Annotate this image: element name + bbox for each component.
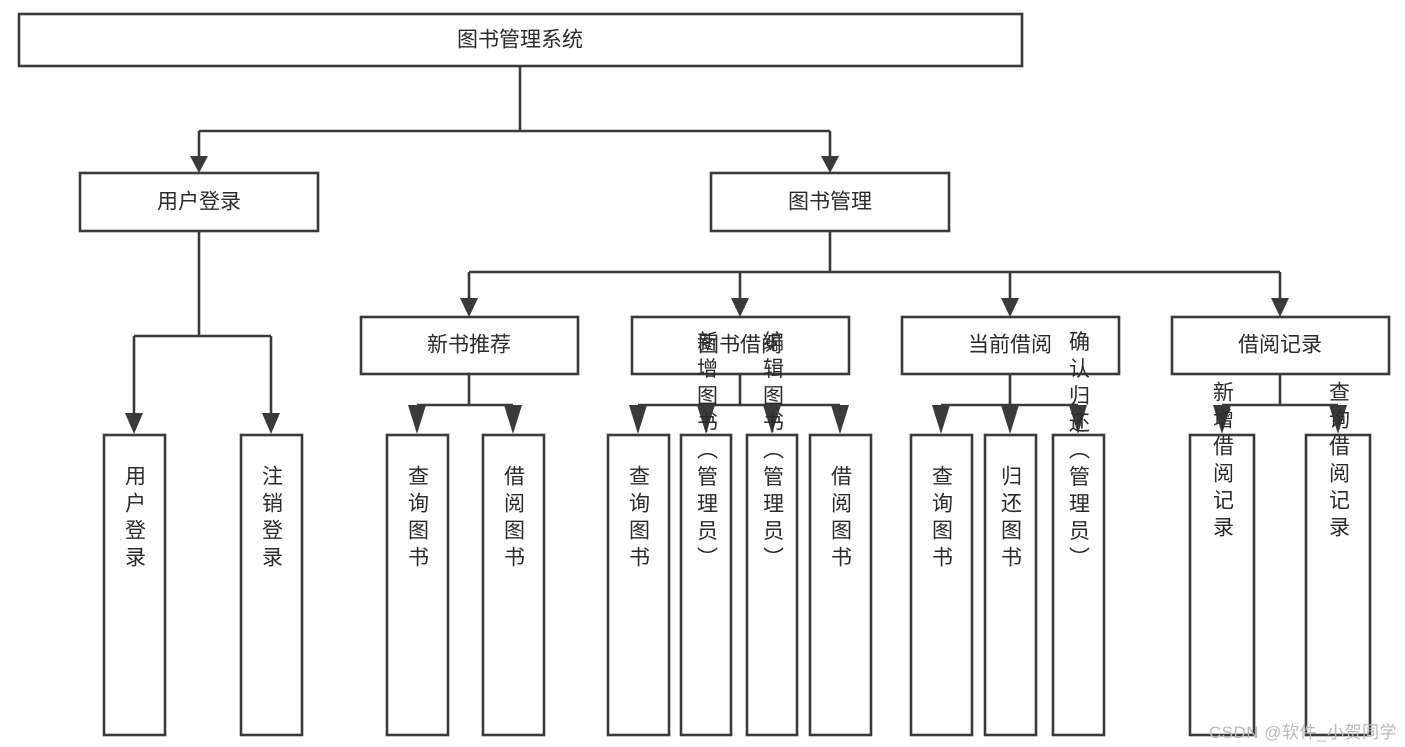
node-leaf-user-login-box[interactable] (102, 433, 167, 737)
node-user-login[interactable]: 用户登录 (78, 171, 320, 233)
arrow-head-leaf-user-login (125, 413, 143, 434)
arrow-head-cb-confirm-return (1069, 405, 1087, 434)
node-book-borrow-box[interactable] (630, 315, 851, 376)
node-borrow-record-label: 借阅记录 (1238, 334, 1322, 357)
node-leaf-br-query-record-box[interactable] (1304, 433, 1372, 737)
node-user-login-box[interactable] (78, 171, 320, 233)
node-leaf-bb-query-book-label: 查询图书 (627, 465, 651, 573)
node-root-system-box[interactable] (17, 12, 1024, 68)
connectors-layer (125, 66, 1347, 434)
node-current-borrow-label: 当前借阅 (968, 334, 1052, 357)
node-leaf-bb-borrow-book[interactable]: 借阅图书 (808, 433, 873, 737)
arrow-head-book-manage (821, 156, 839, 173)
arrow-head-bb-edit-book (763, 405, 781, 434)
node-leaf-logout-box[interactable] (239, 433, 304, 737)
arrow-head-cb-query-book (932, 405, 950, 434)
node-user-login-label: 用户登录 (157, 191, 241, 214)
node-leaf-bb-borrow-book-label: 借阅图书 (829, 465, 853, 573)
node-leaf-bb-add-book-label: 新增图书（管理员） (695, 331, 719, 574)
arrow-head-bb-add-book (697, 405, 715, 434)
node-leaf-br-query-record[interactable]: 查询借阅记录 (1304, 381, 1372, 737)
node-leaf-cb-query-book-label: 查询图书 (930, 465, 954, 573)
node-leaf-cb-return-book[interactable]: 归还图书 (983, 433, 1038, 737)
node-leaf-cb-confirm-return-label: 确认归还（管理员） (1067, 331, 1091, 574)
node-current-borrow[interactable]: 当前借阅 (900, 315, 1121, 376)
node-leaf-cb-query-book-box[interactable] (909, 433, 974, 737)
node-leaf-nb-query-book-label: 查询图书 (406, 465, 430, 573)
node-leaf-bb-edit-book-label: 编辑图书（管理员） (761, 331, 785, 574)
node-leaf-cb-confirm-return[interactable]: 确认归还（管理员） (1051, 331, 1106, 737)
arrow-head-user-login (190, 156, 208, 173)
node-borrow-record[interactable]: 借阅记录 (1170, 315, 1391, 376)
arrow-head-book-borrow (731, 298, 749, 317)
arrow-head-bb-borrow-book (831, 405, 849, 434)
arrow-head-br-add-record (1213, 405, 1231, 434)
node-leaf-cb-return-book-box[interactable] (983, 433, 1038, 737)
node-leaf-br-add-record[interactable]: 新增借阅记录 (1188, 381, 1256, 737)
arrow-head-nb-borrow-book (504, 405, 522, 434)
node-new-book-recommend-label: 新书推荐 (427, 334, 511, 357)
node-leaf-logout-label: 注销登录 (260, 465, 284, 573)
node-leaf-nb-borrow-book-box[interactable] (481, 433, 546, 737)
node-book-borrow[interactable]: 图书借阅 (630, 315, 851, 376)
node-leaf-nb-query-book-box[interactable] (385, 433, 450, 737)
arrow-head-br-query-record (1329, 405, 1347, 434)
node-current-borrow-box[interactable] (900, 315, 1121, 376)
node-leaf-cb-return-book-label: 归还图书 (999, 465, 1023, 573)
arrow-head-new-book (460, 298, 478, 317)
arrow-head-bb-query-book (629, 405, 647, 434)
node-leaf-br-query-record-label: 查询借阅记录 (1327, 381, 1351, 543)
node-root-system-label: 图书管理系统 (457, 29, 583, 52)
node-leaf-cb-confirm-return-box[interactable] (1051, 433, 1106, 737)
node-leaf-bb-query-book-box[interactable] (606, 433, 671, 737)
node-leaf-bb-add-book-box[interactable] (679, 433, 733, 737)
node-new-book-recommend-box[interactable] (359, 315, 580, 376)
arrow-head-borrow-record (1271, 298, 1289, 317)
node-book-manage-label: 图书管理 (788, 191, 872, 214)
node-leaf-nb-query-book[interactable]: 查询图书 (385, 433, 450, 737)
node-leaf-bb-edit-book-box[interactable] (745, 433, 799, 737)
arrow-head-nb-query-book (408, 405, 426, 434)
node-leaf-bb-add-book[interactable]: 新增图书（管理员） (679, 331, 733, 737)
node-leaf-br-add-record-box[interactable] (1188, 433, 1256, 737)
node-leaf-bb-edit-book[interactable]: 编辑图书（管理员） (745, 331, 799, 737)
node-leaf-bb-query-book[interactable]: 查询图书 (606, 433, 671, 737)
node-book-manage-box[interactable] (709, 171, 951, 233)
node-leaf-cb-query-book[interactable]: 查询图书 (909, 433, 974, 737)
arrow-head-current-borrow (1001, 298, 1019, 317)
node-book-borrow-label: 图书借阅 (698, 334, 782, 357)
node-leaf-bb-borrow-book-box[interactable] (808, 433, 873, 737)
node-root-system[interactable]: 图书管理系统 (17, 12, 1024, 68)
node-new-book-recommend[interactable]: 新书推荐 (359, 315, 580, 376)
node-leaf-user-login[interactable]: 用户登录 (102, 433, 167, 737)
node-leaf-logout[interactable]: 注销登录 (239, 433, 304, 737)
arrow-head-leaf-logout (262, 413, 280, 434)
arrow-head-cb-return-book (1001, 405, 1019, 434)
node-leaf-nb-borrow-book-label: 借阅图书 (502, 465, 526, 573)
node-leaf-nb-borrow-book[interactable]: 借阅图书 (481, 433, 546, 737)
node-leaf-user-login-label: 用户登录 (123, 465, 147, 573)
node-book-manage[interactable]: 图书管理 (709, 171, 951, 233)
node-leaf-br-add-record-label: 新增借阅记录 (1211, 381, 1235, 543)
node-borrow-record-box[interactable] (1170, 315, 1391, 376)
